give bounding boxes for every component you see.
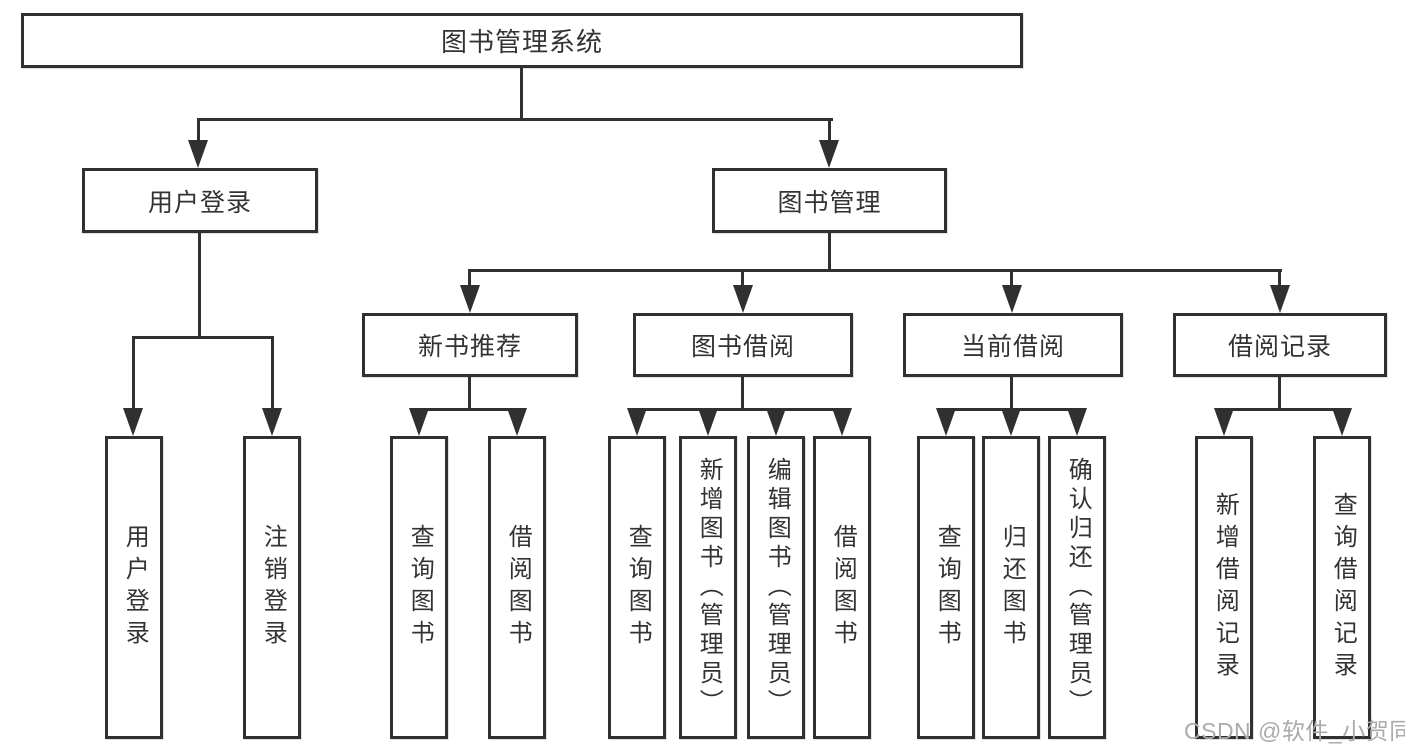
leaf-records-query-record: 查询借阅记录 (1313, 436, 1371, 739)
connector-book-management-stem (828, 233, 831, 272)
leaf-current-query-books: 查询图书 (917, 436, 975, 739)
connector-root-stem (520, 68, 523, 121)
connector-root-hline (197, 118, 833, 121)
arrow-to-current-return-books (1001, 408, 1021, 436)
arrow-to-book-management (819, 140, 839, 168)
connector-drop-leaf-logout (271, 336, 274, 412)
connector-user-login-stem (198, 233, 201, 339)
arrow-to-records-add-record (1214, 408, 1234, 436)
connector-book-management-hline (469, 269, 1282, 272)
arrow-to-recommend-query-books (409, 408, 429, 436)
leaf-current-return-books: 归还图书 (982, 436, 1040, 739)
connector-user-login-hline (132, 336, 274, 339)
leaf-recommend-borrow-books: 借阅图书 (488, 436, 546, 739)
connector-recommend-hline (418, 408, 521, 411)
node-book-management: 图书管理 (712, 168, 947, 233)
leaf-records-add-record: 新增借阅记录 (1195, 436, 1253, 739)
arrow-to-borrowing-query-books (627, 408, 647, 436)
arrow-to-borrowing-borrow-books (832, 408, 852, 436)
connector-borrowing-stem (741, 377, 744, 411)
node-current-borrowing: 当前借阅 (903, 313, 1123, 377)
arrow-to-new-book-recommend (460, 285, 480, 313)
arrow-to-user-login (188, 140, 208, 168)
node-library-management-system: 图书管理系统 (21, 13, 1023, 68)
leaf-current-confirm-return-admin: 确认归还（管理员） (1048, 436, 1106, 739)
node-book-borrowing: 图书借阅 (633, 313, 853, 377)
leaf-recommend-query-books: 查询图书 (390, 436, 448, 739)
leaf-borrowing-borrow-books: 借阅图书 (813, 436, 871, 739)
arrow-to-leaf-logout (262, 408, 282, 436)
leaf-borrowing-query-books: 查询图书 (608, 436, 666, 739)
arrow-to-current-borrowing (1002, 285, 1022, 313)
connector-drop-leaf-user-login (132, 336, 135, 412)
arrow-to-records-query-record (1332, 408, 1352, 436)
connector-drop-current-borrowing (1010, 269, 1013, 287)
arrow-to-recommend-borrow-books (507, 408, 527, 436)
leaf-user-login: 用户登录 (105, 436, 163, 739)
arrow-to-current-query-books (936, 408, 956, 436)
leaf-borrowing-edit-books-admin: 编辑图书（管理员） (747, 436, 805, 739)
connector-borrowing-hline (636, 408, 846, 411)
connector-records-hline (1222, 408, 1344, 411)
node-user-login: 用户登录 (82, 168, 318, 233)
connector-current-stem (1010, 377, 1013, 411)
arrow-to-book-borrowing (733, 285, 753, 313)
csdn-watermark: CSDN @软件_小贺同学 (1184, 718, 1405, 744)
node-new-book-recommend: 新书推荐 (362, 313, 578, 377)
connector-drop-user-login (197, 118, 200, 144)
connector-drop-borrowing-records (1278, 269, 1281, 287)
node-borrowing-records: 借阅记录 (1173, 313, 1387, 377)
leaf-borrowing-add-books-admin: 新增图书（管理员） (679, 436, 737, 739)
arrow-to-current-confirm-return (1067, 408, 1087, 436)
arrow-to-borrowing-records (1270, 285, 1290, 313)
connector-drop-book-borrowing (741, 269, 744, 287)
arrow-to-leaf-user-login (123, 408, 143, 436)
arrow-to-borrowing-edit-books (766, 408, 786, 436)
connector-drop-new-book-recommend (468, 269, 471, 287)
leaf-logout: 注销登录 (243, 436, 301, 739)
connector-records-stem (1278, 377, 1281, 411)
connector-recommend-stem (468, 377, 471, 411)
connector-drop-book-management (828, 118, 831, 144)
arrow-to-borrowing-add-books (698, 408, 718, 436)
